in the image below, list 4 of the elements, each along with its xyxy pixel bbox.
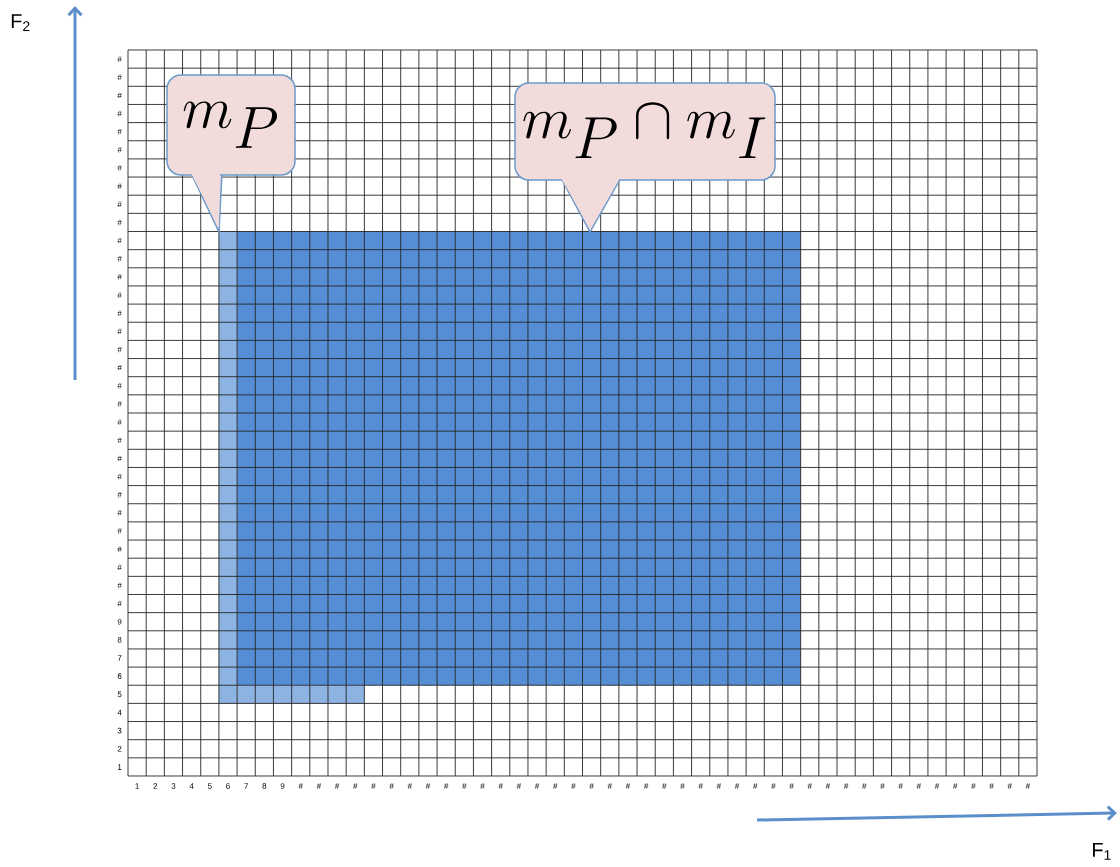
axis-label: F$_{2}$ <box>11 14 30 31</box>
speech-callout: $m_P \cap m_I$ <box>514 82 776 234</box>
axis-label: F$_{1}$ <box>1093 843 1111 860</box>
speech-callout: $m_P$ <box>166 74 296 235</box>
